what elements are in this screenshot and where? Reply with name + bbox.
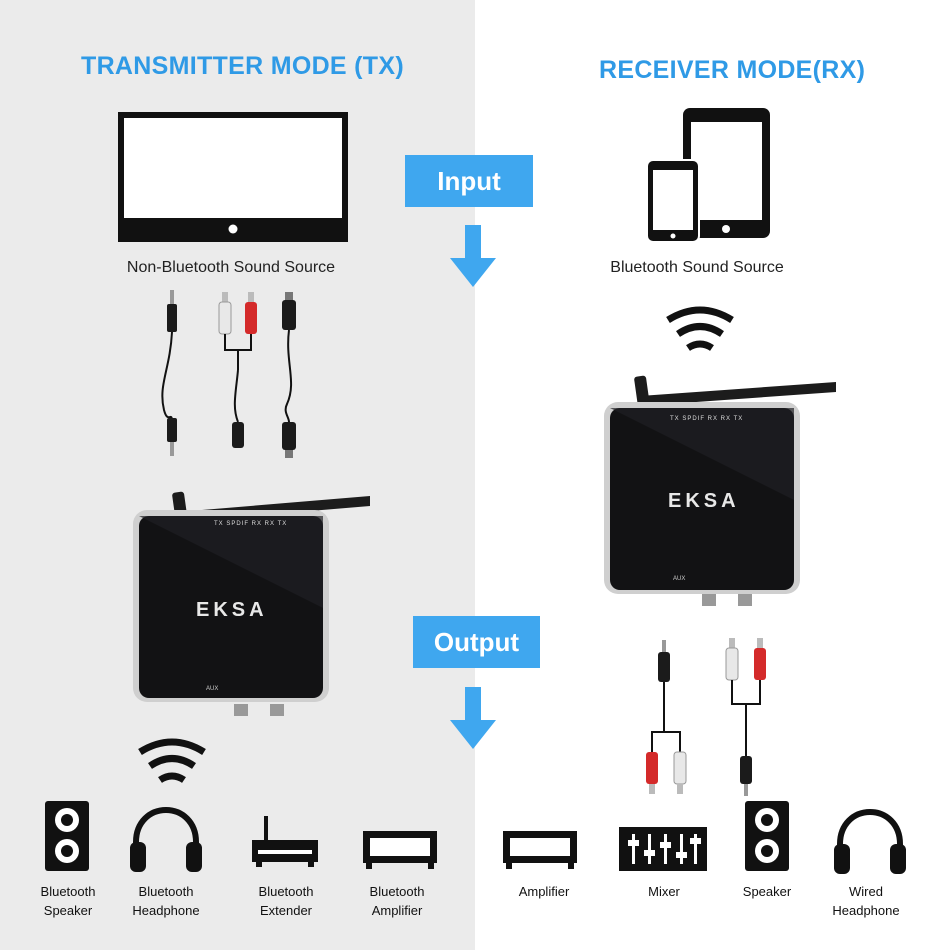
rx-device-port-labels: TX SPDIF RX RX TX (670, 416, 744, 422)
input-arrow-icon (450, 225, 496, 287)
phone-tablet-icon (646, 108, 770, 243)
tx-mode-title: TRANSMITTER MODE (TX) (81, 52, 404, 80)
headphone-icon (834, 808, 906, 874)
mixer-icon (619, 827, 707, 871)
tx-device-aux-label: AUX (206, 686, 219, 692)
aux-to-rca-cable-icon (646, 640, 687, 794)
bluetooth-wave-icon (666, 306, 734, 352)
rx-device (604, 375, 836, 606)
tv-monitor-icon (118, 112, 348, 242)
output-arrow-icon (450, 687, 496, 749)
headphone-icon (130, 806, 202, 872)
tx-device (133, 491, 370, 716)
rx-device-brand: EKSA (668, 490, 740, 512)
rx-output-label: Speaker (742, 884, 792, 899)
output-label: Output (413, 616, 540, 668)
optical-cable-icon (282, 292, 296, 458)
tx-source-caption: Non-Bluetooth Sound Source (126, 259, 336, 276)
rca-cable-icon (218, 292, 257, 448)
tx-device-brand: EKSA (196, 599, 268, 621)
speaker-icon (745, 801, 789, 871)
rx-device-aux-label: AUX (673, 576, 686, 582)
speaker-icon (45, 801, 89, 871)
rx-output-label: Mixer (648, 884, 680, 899)
rx-output-label: Amplifier (518, 884, 570, 899)
rx-source-caption: Bluetooth Sound Source (610, 259, 784, 276)
rx-mode-title: RECEIVER MODE(RX) (599, 56, 866, 84)
extender-icon (252, 816, 318, 867)
aux-cable-icon (161, 290, 177, 456)
rca-to-aux-cable-icon (725, 638, 766, 796)
tx-device-port-labels: TX SPDIF RX RX TX (214, 521, 288, 527)
bluetooth-wave-icon (138, 738, 206, 784)
input-label: Input (405, 155, 533, 207)
amplifier-icon (503, 831, 577, 869)
amplifier-icon (363, 831, 437, 869)
